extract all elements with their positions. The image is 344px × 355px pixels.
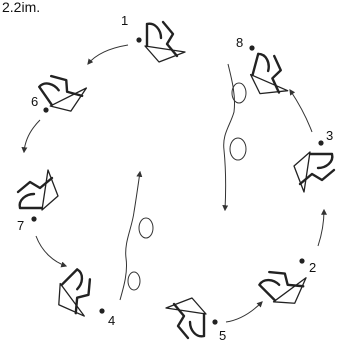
center-path-down [224, 64, 235, 210]
step-label-5: 5 [219, 328, 226, 343]
step-label-4: 4 [108, 313, 115, 328]
step-label-8: 8 [236, 35, 243, 50]
header-text: 2.2im. [2, 0, 40, 15]
loop-marker [230, 138, 246, 160]
figure-4 [49, 267, 106, 324]
figure-8 [246, 51, 295, 100]
step-label-3: 3 [326, 128, 333, 143]
arrow-3-to-8 [290, 90, 312, 132]
step-label-1: 1 [121, 13, 128, 28]
marker-dot [31, 216, 36, 221]
figure-5 [166, 298, 206, 338]
step-label-7: 7 [17, 218, 24, 233]
arrow-7-to-4 [36, 236, 66, 266]
marker-dot [249, 45, 254, 50]
step-label-2: 2 [309, 260, 316, 275]
step-label-6: 6 [31, 94, 38, 109]
marker-dot [299, 258, 304, 263]
figure-7 [18, 170, 58, 210]
loop-marker [139, 218, 153, 238]
figure-2 [257, 257, 314, 314]
arrow-1-to-6 [88, 45, 128, 64]
marker-dot [136, 37, 141, 42]
figure-1 [136, 22, 185, 62]
marker-dot [318, 140, 323, 145]
arrow-2-to-3 [318, 210, 324, 246]
marker-dot [43, 107, 48, 112]
figure-3 [294, 152, 334, 192]
arrow-5-to-2 [226, 302, 262, 322]
loop-marker [128, 272, 140, 290]
center-path-up [120, 172, 140, 300]
marker-dot [99, 308, 104, 313]
arrow-6-to-7 [24, 120, 40, 152]
marker-dot [212, 319, 217, 324]
